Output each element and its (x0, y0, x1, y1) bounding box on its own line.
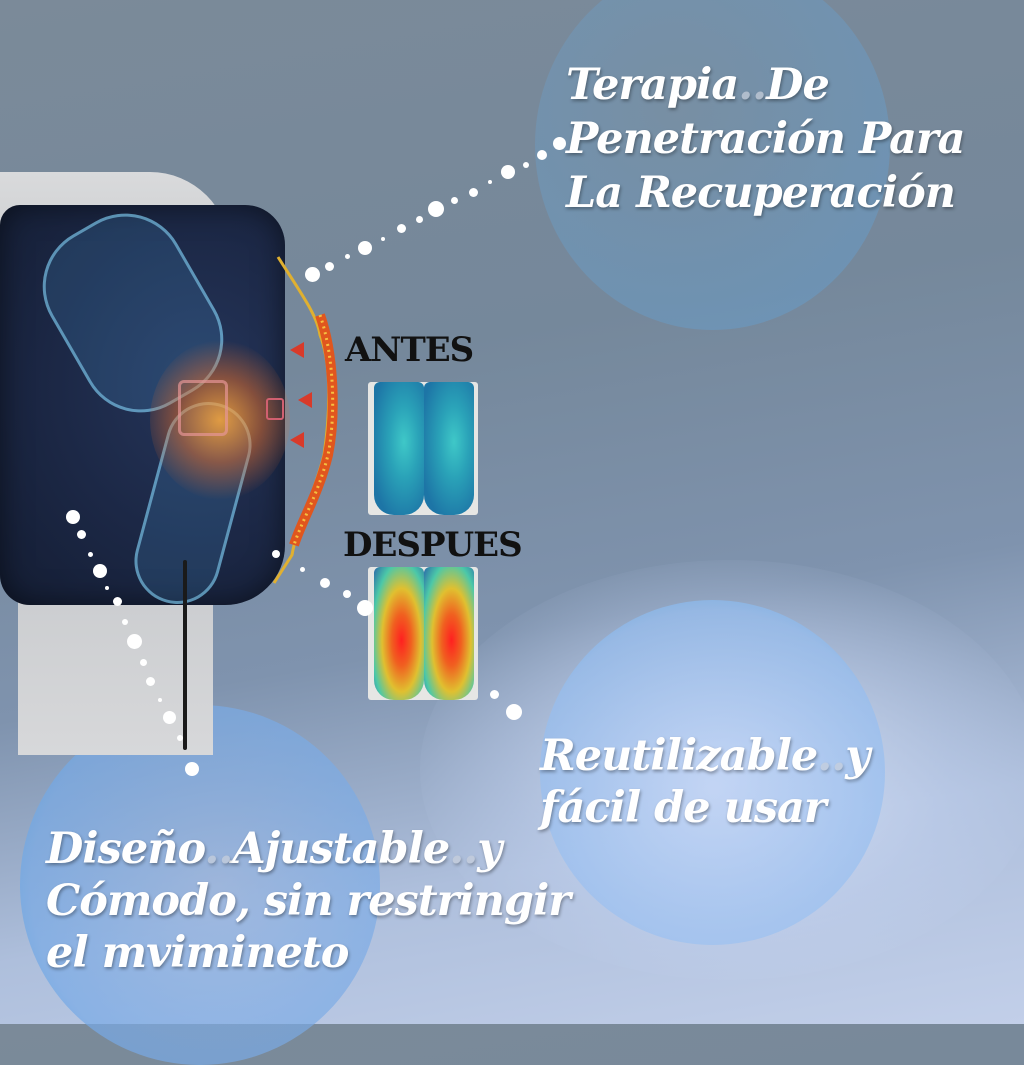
power-cable (183, 560, 187, 750)
headline-text: Cómodo, sin restringir (46, 876, 571, 926)
arrow-left-icon (298, 392, 312, 408)
headline-text: Terapia (566, 60, 739, 110)
before-label: ANTES (345, 330, 474, 370)
arrow-left-icon (290, 432, 304, 448)
headline-penetration-therapy: Terapia..De Penetración Para La Recupera… (566, 60, 966, 218)
headline-text: Reutilizable (540, 731, 818, 781)
headline-text: Diseño (46, 824, 205, 874)
headline-adjustable-design: Diseño..Ajustable..y Cómodo, sin restrin… (46, 824, 571, 978)
decorative-bubble-left (20, 705, 380, 1065)
heat-glow (150, 340, 290, 500)
decorative-bubble-right (540, 600, 885, 945)
thermal-leg-right (424, 567, 474, 700)
headline-reusable: Reutilizable..y fácil de usar (540, 731, 870, 833)
headline-text: el mvimineto (46, 928, 349, 978)
headline-text: La Recuperación (566, 168, 956, 218)
thermal-leg-right (424, 382, 474, 515)
heat-wave-icon (272, 256, 338, 584)
thermal-leg-left (374, 567, 424, 700)
before-thermal-image (368, 382, 478, 515)
thermal-leg-left (374, 382, 424, 515)
heating-pad-icon (178, 380, 228, 436)
headline-text: Penetración Para (566, 114, 966, 164)
headline-text: fácil de usar (540, 783, 827, 833)
power-icon (266, 398, 284, 420)
decorative-bubble-top (535, 0, 890, 330)
after-thermal-image (368, 567, 478, 700)
arrow-left-icon (290, 342, 304, 358)
after-label: DESPUES (343, 525, 523, 565)
